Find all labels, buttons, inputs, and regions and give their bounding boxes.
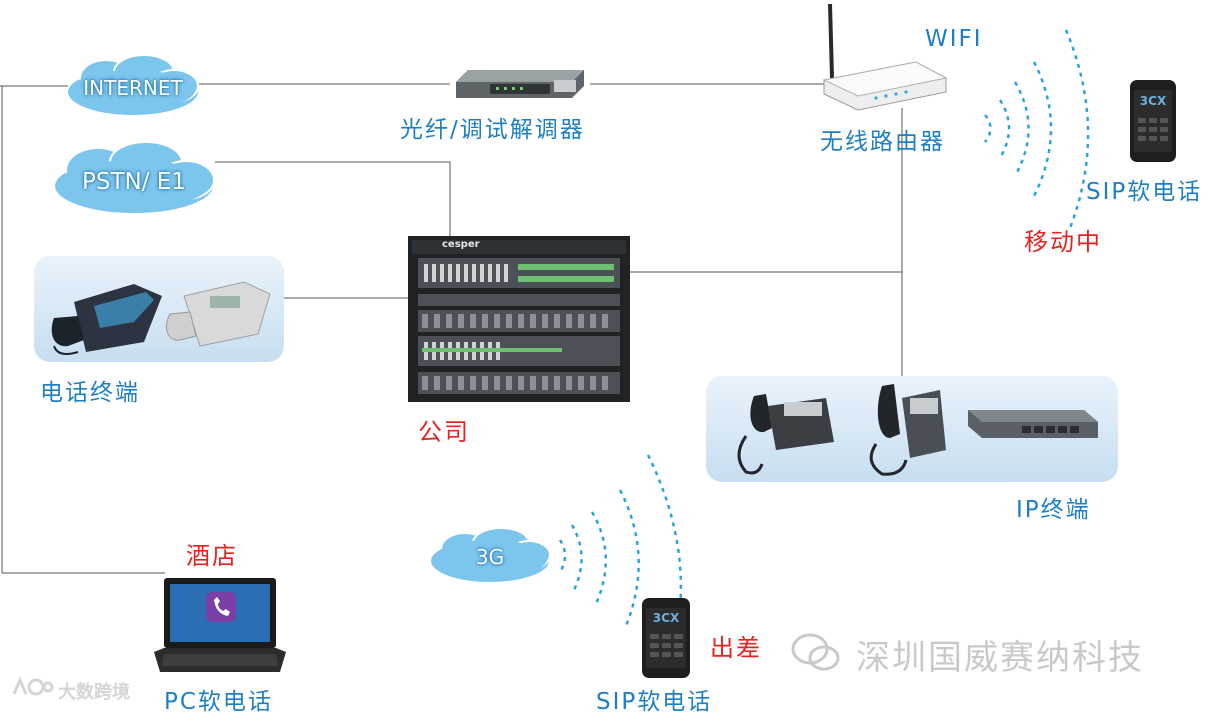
fiber-modem (450, 64, 590, 104)
wechat-logo-icon (791, 633, 840, 671)
site-watermark: 大数跨境 (58, 682, 130, 703)
phone-terminal-label: 电话终端 (40, 380, 140, 406)
laptop-icon (154, 578, 286, 672)
hotel-label: 酒店 (186, 542, 238, 570)
pbx-brand-label: cesper (442, 239, 480, 250)
cloud-icon (429, 527, 551, 584)
desk-phones-icon (51, 281, 271, 355)
smartphone-icon (642, 598, 690, 678)
wifi-label: WIFI (925, 26, 983, 52)
phone-screen-text: 3CX (1139, 94, 1167, 108)
internet-label: INTERNET (83, 76, 183, 100)
moving-label: 移动中 (1024, 228, 1102, 256)
phone-screen-text: 3CX (652, 611, 680, 625)
internet-cloud: INTERNET (62, 52, 204, 124)
site-logo-icon (10, 674, 54, 700)
modem-icon (456, 70, 584, 98)
sip-mobile-label: SIP软电话 (1086, 179, 1203, 205)
pbx-rack: cesper (408, 236, 630, 402)
site-logo-shape (12, 676, 54, 696)
wireless-router (820, 0, 950, 112)
pbx-rack-icon (408, 236, 630, 402)
cloud-icon (53, 141, 215, 215)
smartphone-icon (1130, 80, 1176, 162)
modem-label: 光纤/调试解调器 (400, 117, 585, 143)
3g-label: 3G (475, 545, 505, 569)
router-label: 无线路由器 (820, 129, 945, 155)
company-watermark: 深圳国威赛纳科技 (856, 638, 1144, 678)
router-icon (822, 3, 948, 111)
ip-terminal-label: IP终端 (1016, 497, 1091, 523)
phone-terminal-panel (34, 256, 284, 362)
cloud-icon (66, 54, 200, 117)
sip-softphone-mobile: 3CX (640, 596, 692, 680)
pstn-label: PSTN/ E1 (82, 169, 186, 195)
wifi-waves (983, 29, 1090, 229)
company-label: 公司 (418, 418, 470, 446)
business-trip-label: 出差 (710, 634, 762, 662)
sip-mobile-phone: 3CX (1128, 78, 1178, 164)
pstn-cloud: PSTN/ E1 (48, 140, 220, 224)
ip-terminal-panel (706, 376, 1118, 482)
wechat-icon (790, 632, 842, 672)
laptop (150, 576, 290, 676)
ip-phones-icon (737, 384, 1098, 476)
3g-cloud: 3G (425, 525, 555, 589)
line-pstn-pbx (215, 161, 451, 238)
